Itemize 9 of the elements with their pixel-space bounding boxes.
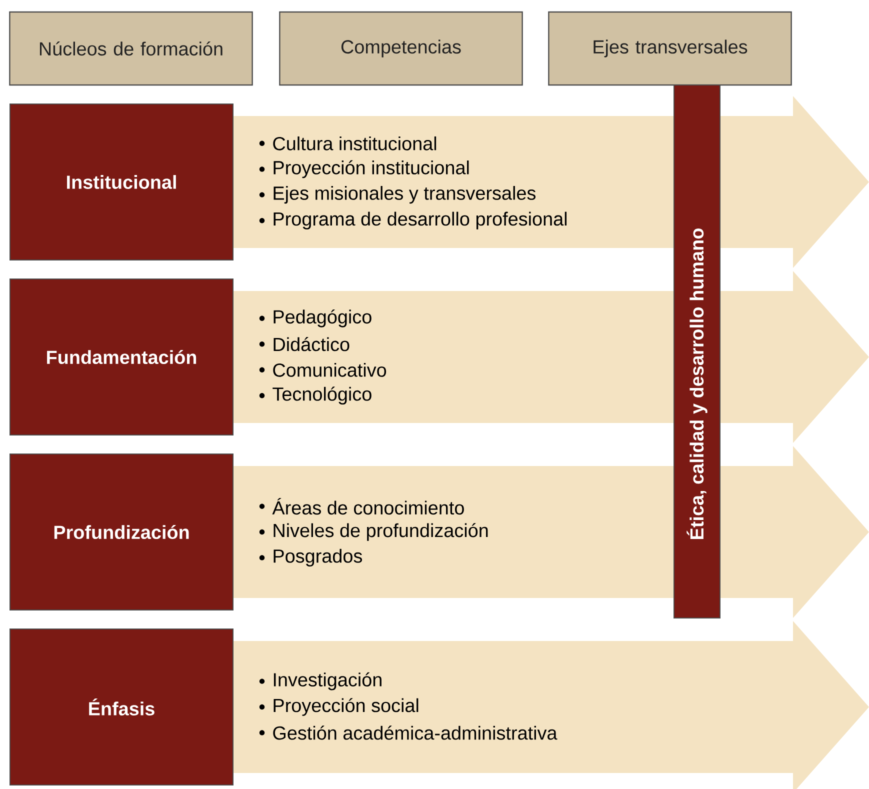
header-box: Ejes transversales: [548, 11, 792, 86]
vertical-bar: Ética, calidad y desarrollo humano: [674, 84, 720, 618]
category-box: Fundamentación: [10, 278, 234, 436]
header-box: Competencias: [279, 11, 523, 86]
category-box: Profundización: [10, 454, 234, 610]
arrow-band: Investigación Proyección social Gestión académica-administrativa: [233, 621, 869, 789]
category-box: Institucional: [10, 104, 234, 260]
header-box: Núcleos de formación: [9, 11, 253, 86]
category-box: Énfasis: [10, 628, 234, 786]
